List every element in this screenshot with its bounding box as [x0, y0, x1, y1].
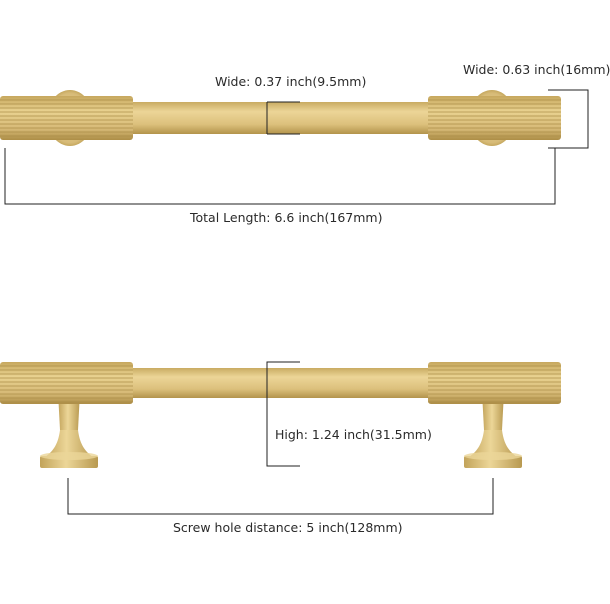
- total-length-line: [4, 148, 556, 205]
- side-right-grip: [428, 362, 561, 404]
- side-view-handle: [0, 362, 561, 468]
- side-center-bar: [125, 368, 437, 398]
- side-dimension-lines: [67, 361, 494, 515]
- top-left-grip: [0, 96, 133, 140]
- bar-width-bracket: [266, 101, 300, 135]
- bar-width-label: Wide: 0.37 inch(9.5mm): [215, 74, 367, 89]
- top-center-bar: [125, 102, 437, 134]
- top-dimension-lines: [4, 89, 589, 205]
- diagram-canvas: [0, 89, 589, 515]
- top-view-handle: [0, 90, 561, 146]
- height-bracket: [266, 361, 300, 467]
- screw-hole-line: [67, 478, 494, 515]
- handle-dimension-diagram: Wide: 0.37 inch(9.5mm) Wide: 0.63 inch(1…: [0, 63, 610, 535]
- knurl-width-label: Wide: 0.63 inch(16mm): [463, 62, 610, 77]
- height-label: High: 1.24 inch(31.5mm): [275, 427, 432, 442]
- total-length-label: Total Length: 6.6 inch(167mm): [190, 210, 383, 225]
- knurl-width-bracket: [548, 89, 589, 149]
- side-left-grip: [0, 362, 133, 404]
- top-right-grip: [428, 96, 561, 140]
- screw-hole-label: Screw hole distance: 5 inch(128mm): [173, 520, 403, 535]
